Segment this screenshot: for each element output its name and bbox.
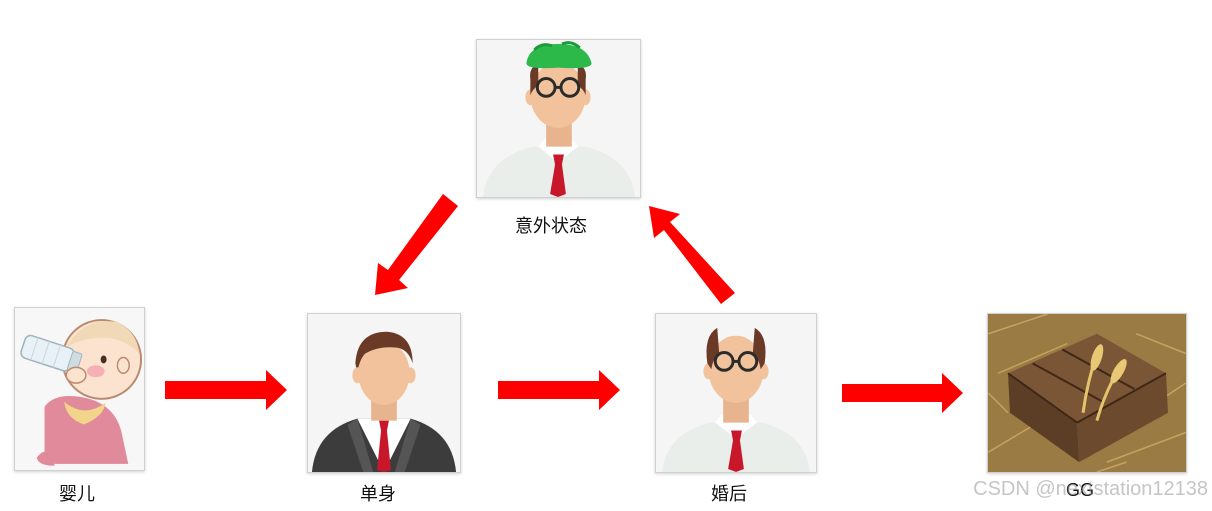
arrow-single-to-married [498,370,620,410]
gg-image [987,313,1187,473]
married-image [655,313,817,473]
arrow-married-to-accident [649,206,735,304]
single-image [307,313,461,473]
married-label: 婚后 [711,484,747,504]
arrow-married-to-gg [842,373,963,413]
accident-image [476,39,641,198]
bald-man-illustration [656,314,816,472]
arrow-baby-to-single [165,370,287,410]
wooden-coffin-illustration [988,314,1186,472]
single-man-suit-illustration [308,314,460,472]
watermark: CSDN @nextstation12138 [973,478,1208,500]
green-hat-man-illustration [477,40,640,197]
accident-label: 意外状态 [515,216,587,236]
single-label: 单身 [360,484,396,504]
baby-image [14,307,145,471]
baby-illustration [15,308,144,470]
arrow-accident-to-single [375,194,458,295]
baby-label: 婴儿 [59,484,95,504]
gg-label: GG [1065,480,1095,500]
